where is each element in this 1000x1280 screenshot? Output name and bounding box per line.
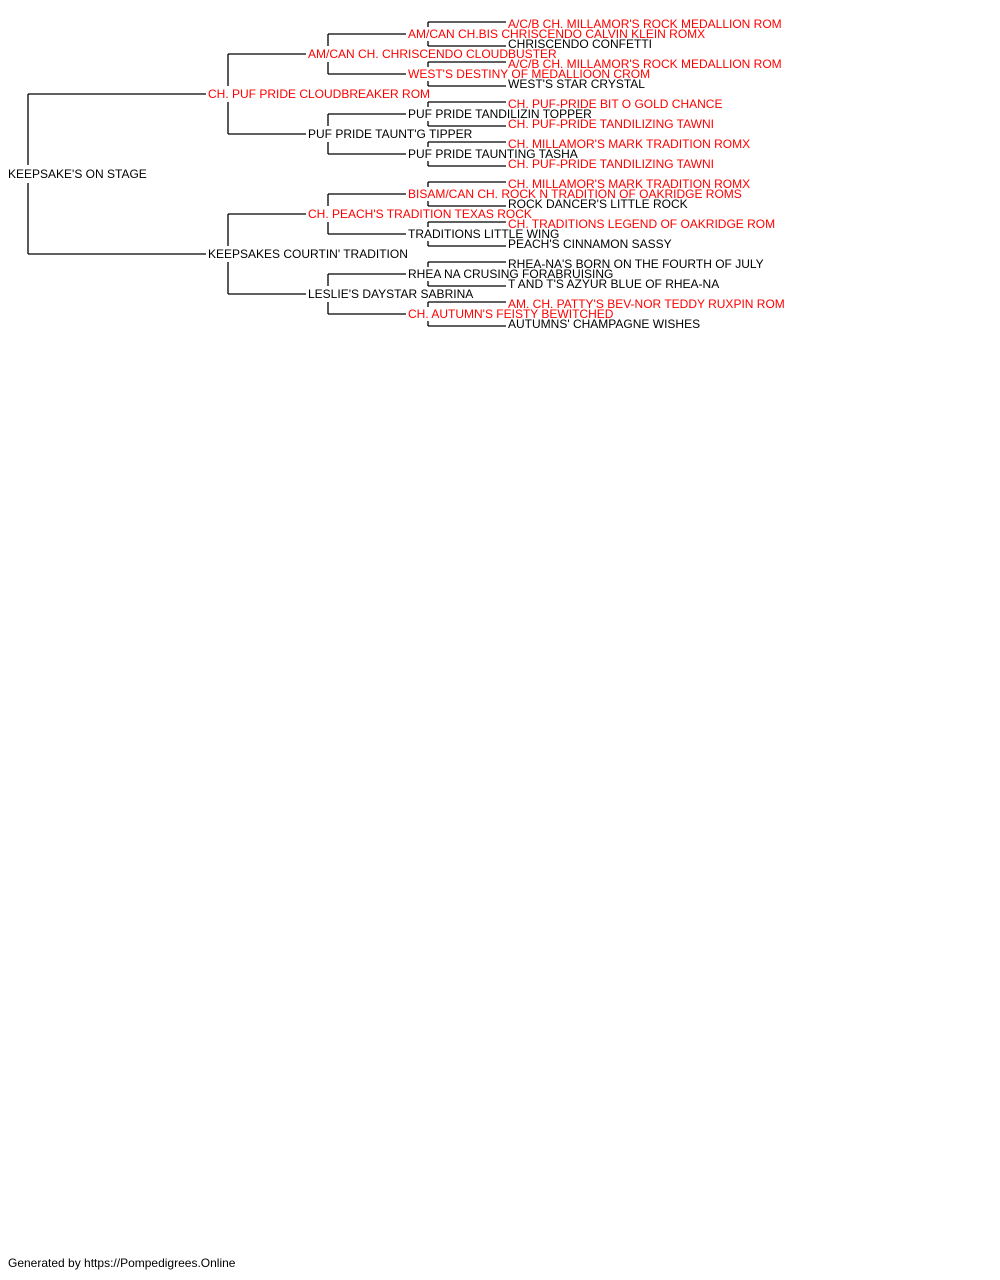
pedigree-entry-gen-0: KEEPSAKE'S ON STAGE xyxy=(8,167,147,181)
pedigree-entry-gen-4: AM. CH. PATTY'S BEV-NOR TEDDY RUXPIN ROM xyxy=(508,297,785,311)
pedigree-entry-gen-2: AM/CAN CH. CHRISCENDO CLOUDBUSTER xyxy=(308,47,557,61)
pedigree-entry-gen-3: BISAM/CAN CH. ROCK N TRADITION OF OAKRID… xyxy=(408,187,742,201)
pedigree-entry-gen-4: CHRISCENDO CONFETTI xyxy=(508,37,652,51)
pedigree-entry-gen-2: CH. PEACH'S TRADITION TEXAS ROCK xyxy=(308,207,532,221)
pedigree-entry-gen-3: PUF PRIDE TANDILIZIN TOPPER xyxy=(408,107,592,121)
pedigree-entry-gen-4: RHEA-NA'S BORN ON THE FOURTH OF JULY xyxy=(508,257,764,271)
pedigree-entry-gen-1: KEEPSAKES COURTIN' TRADITION xyxy=(208,247,408,261)
pedigree-entry-gen-3: TRADITIONS LITTLE WING xyxy=(408,227,559,241)
pedigree-entry-gen-3: PUF PRIDE TAUNTING TASHA xyxy=(408,147,578,161)
pedigree-entry-gen-4: WEST'S STAR CRYSTAL xyxy=(508,77,645,91)
pedigree-entry-gen-4: AUTUMNS' CHAMPAGNE WISHES xyxy=(508,317,700,331)
pedigree-entry-gen-3: AM/CAN CH.BIS CHRISCENDO CALVIN KLEIN RO… xyxy=(408,27,705,41)
pedigree-entry-gen-3: RHEA NA CRUSING FORABRUISING xyxy=(408,267,613,281)
pedigree-entry-gen-4: CH. TRADITIONS LEGEND OF OAKRIDGE ROM xyxy=(508,217,775,231)
pedigree-entry-gen-4: PEACH'S CINNAMON SASSY xyxy=(508,237,672,251)
pedigree-entry-gen-4: A/C/B CH. MILLAMOR'S ROCK MEDALLION ROM xyxy=(508,17,782,31)
pedigree-entry-gen-4: CH. MILLAMOR'S MARK TRADITION ROMX xyxy=(508,177,750,191)
pedigree-entry-gen-4: CH. PUF-PRIDE TANDILIZING TAWNI xyxy=(508,117,714,131)
pedigree-entry-gen-2: LESLIE'S DAYSTAR SABRINA xyxy=(308,287,473,301)
pedigree-entry-gen-3: WEST'S DESTINY OF MEDALLIOON CROM xyxy=(408,67,650,81)
pedigree-entry-gen-4: T AND T'S AZYUR BLUE OF RHEA-NA xyxy=(508,277,719,291)
pedigree-entry-gen-2: PUF PRIDE TAUNT'G TIPPER xyxy=(308,127,473,141)
pedigree-entry-gen-4: CH. PUF-PRIDE BIT O GOLD CHANCE xyxy=(508,97,722,111)
pedigree-entry-gen-4: ROCK DANCER'S LITTLE ROCK xyxy=(508,197,688,211)
pedigree-entry-gen-4: A/C/B CH. MILLAMOR'S ROCK MEDALLION ROM xyxy=(508,57,782,71)
pedigree-entry-gen-1: CH. PUF PRIDE CLOUDBREAKER ROM xyxy=(208,87,430,101)
pedigree-entry-gen-4: CH. PUF-PRIDE TANDILIZING TAWNI xyxy=(508,157,714,171)
generated-by-footer: Generated by https://Pompedigrees.Online xyxy=(8,1256,236,1270)
pedigree-entry-gen-4: CH. MILLAMOR'S MARK TRADITION ROMX xyxy=(508,137,750,151)
pedigree-entry-gen-3: CH. AUTUMN'S FEISTY BEWITCHED xyxy=(408,307,614,321)
